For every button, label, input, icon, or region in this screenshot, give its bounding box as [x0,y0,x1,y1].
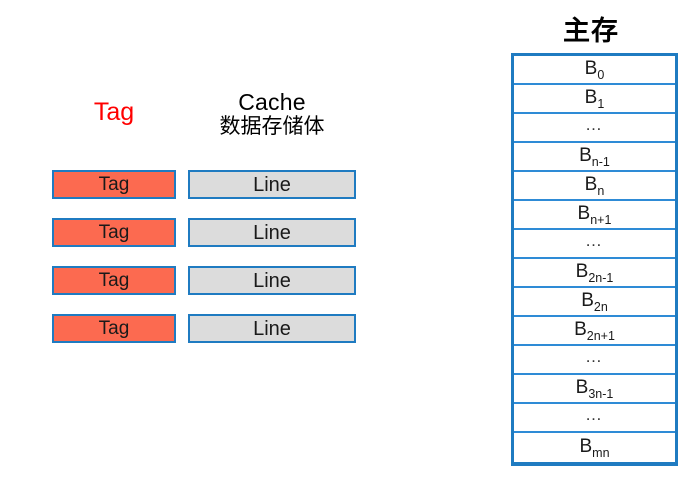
cache-tag-cell[interactable]: Tag [52,314,176,343]
memory-ellipsis: … [585,348,604,365]
memory-block-base: B [575,377,589,398]
memory-block-base: B [579,145,592,166]
memory-block-base: … [585,231,604,250]
memory-block-subscript: 1 [597,97,605,111]
main-memory-title: 主存 [563,16,619,46]
cache-tag-cell[interactable]: Tag [52,170,176,199]
cache-tag-cell[interactable]: Tag [52,266,176,295]
memory-block-row[interactable]: B1 [514,85,675,114]
memory-block-subscript: 2n [593,300,608,314]
memory-block-label: B0 [584,58,605,81]
cache-tag-cell[interactable]: Tag [52,218,176,247]
memory-block-base: B [574,319,587,340]
memory-block-subscript: n+1 [590,213,612,227]
memory-block-row[interactable]: B2n [514,288,675,317]
memory-block-label: B2n-1 [575,261,614,284]
memory-block-label: B1 [584,87,605,110]
memory-block-base: … [585,115,604,134]
memory-block-base: … [585,347,604,366]
memory-block-row[interactable]: Bmn [514,433,675,462]
memory-block-row[interactable]: B3n-1 [514,375,675,404]
memory-block-label: Bn-1 [579,145,610,168]
memory-block-label: B2n [581,290,608,313]
memory-block-subscript: 2n+1 [586,329,615,343]
memory-block-row[interactable]: … [514,346,675,375]
memory-block-row[interactable]: … [514,404,675,433]
memory-block-subscript: n [597,184,605,198]
memory-block-row[interactable]: Bn+1 [514,201,675,230]
memory-block-subscript: 0 [597,68,605,82]
memory-block-base: B [579,436,593,457]
memory-block-row[interactable]: B2n+1 [514,317,675,346]
memory-block-base: B [577,203,591,224]
memory-block-row[interactable]: B0 [514,56,675,85]
memory-block-row[interactable]: Bn [514,172,675,201]
memory-block-base: … [585,405,604,424]
tag-column-header: Tag [93,98,135,126]
cache-line-cell[interactable]: Line [188,218,356,247]
cache-data-column-header: Cache 数据存储体 [188,89,356,138]
memory-block-subscript: 3n-1 [588,387,614,401]
memory-block-subscript: mn [592,446,610,460]
memory-block-base: B [584,87,598,108]
memory-ellipsis: … [585,406,604,423]
cache-line-cell[interactable]: Line [188,170,356,199]
memory-block-label: Bn [584,174,605,197]
memory-block-base: B [584,58,598,79]
memory-block-base: B [575,261,589,282]
memory-block-label: Bmn [579,436,609,459]
memory-block-row[interactable]: B2n-1 [514,259,675,288]
cache-line-cell[interactable]: Line [188,314,356,343]
cache-line-cell[interactable]: Line [188,266,356,295]
cache-header-line1: Cache [238,89,306,115]
memory-block-subscript: n-1 [591,155,610,169]
memory-block-row[interactable]: Bn-1 [514,143,675,172]
cache-header-line2: 数据存储体 [219,114,325,138]
memory-ellipsis: … [585,116,604,133]
memory-block-label: B2n+1 [574,319,615,342]
memory-block-row[interactable]: … [514,230,675,259]
memory-block-base: B [584,174,598,195]
memory-block-label: Bn+1 [577,203,612,226]
memory-block-row[interactable]: … [514,114,675,143]
memory-block-base: B [581,290,594,311]
memory-ellipsis: … [585,232,604,249]
memory-block-subscript: 2n-1 [588,271,614,285]
memory-block-label: B3n-1 [575,377,614,400]
